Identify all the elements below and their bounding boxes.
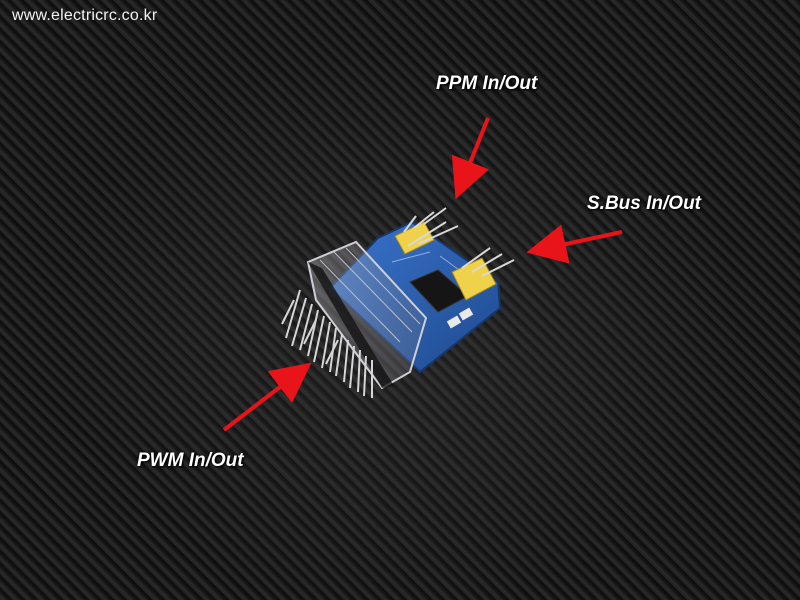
watermark-url: www.electricrc.co.kr — [12, 7, 158, 24]
sbus-connector — [451, 247, 515, 301]
pwm-connector-housing — [306, 240, 428, 390]
ppm-connector — [394, 207, 459, 255]
sbus-arrow — [526, 224, 623, 264]
pwm-label: PWM In/Out — [137, 450, 244, 471]
pwm-pins — [281, 289, 373, 398]
pwm-arrow — [222, 362, 312, 432]
ppm-arrow — [451, 117, 490, 200]
ppm-label: PPM In/Out — [436, 73, 538, 94]
sbus-label: S.Bus In/Out — [587, 193, 701, 214]
